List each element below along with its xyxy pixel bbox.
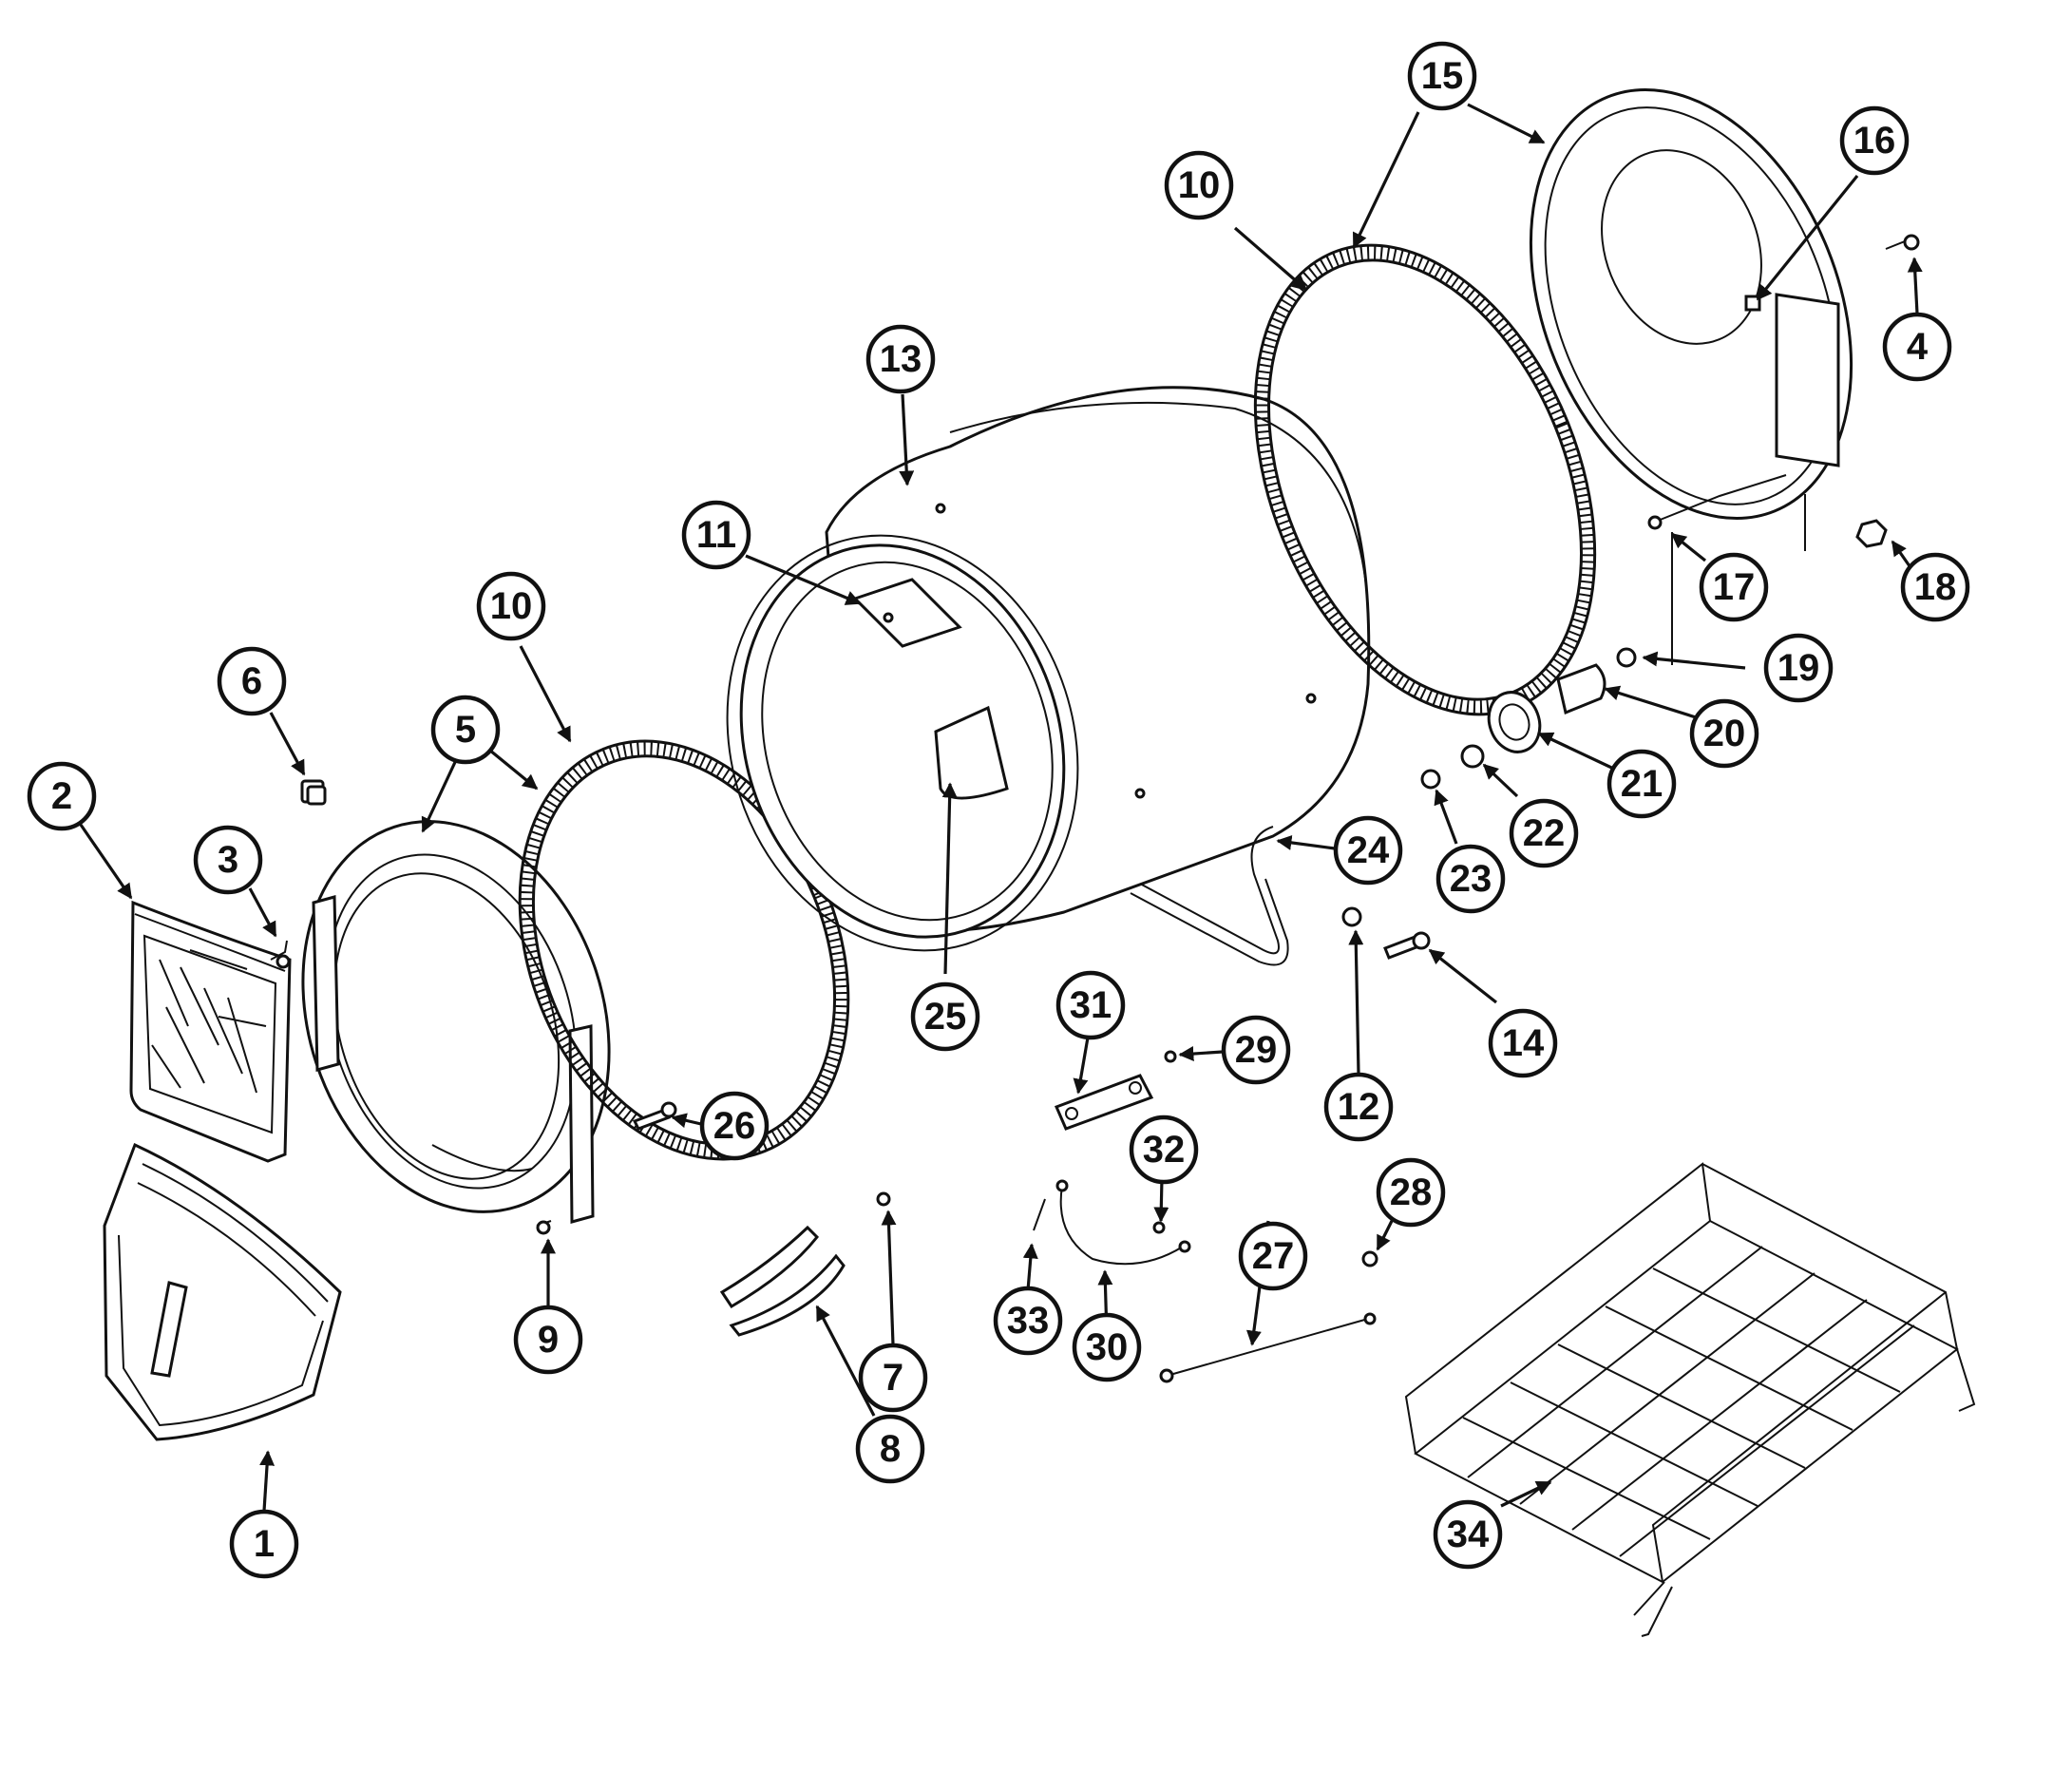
callout-21-label: 21 xyxy=(1621,763,1663,805)
callout-22-label: 22 xyxy=(1523,812,1566,854)
callout-27-label: 27 xyxy=(1252,1235,1295,1277)
callout-14: 14 xyxy=(1488,1008,1558,1078)
callout-15: 15 xyxy=(1407,41,1477,111)
callout-26: 26 xyxy=(699,1091,770,1161)
callout-11-label: 11 xyxy=(696,514,736,556)
callout-20: 20 xyxy=(1689,698,1759,769)
callout-4: 4 xyxy=(1882,312,1952,382)
callout-29: 29 xyxy=(1221,1015,1291,1085)
drum-slides-part xyxy=(719,1225,846,1337)
callout-19-label: 19 xyxy=(1777,647,1820,689)
roller-shaft-bolt-part xyxy=(1647,474,1806,665)
callout-33-label: 33 xyxy=(1007,1300,1050,1342)
callout-24: 24 xyxy=(1333,815,1403,886)
callout-17-label: 17 xyxy=(1713,566,1756,608)
callout-7: 7 xyxy=(858,1343,928,1413)
lint-filter-part xyxy=(129,900,292,1163)
callout-18-label: 18 xyxy=(1914,566,1957,608)
callout-12-label: 12 xyxy=(1338,1086,1380,1128)
callout-10-rear-label: 10 xyxy=(1178,164,1221,206)
drum-part xyxy=(726,386,1371,966)
callout-25: 25 xyxy=(910,981,980,1052)
front-panel-lower-part xyxy=(103,1142,342,1441)
callout-22: 22 xyxy=(1509,798,1579,868)
ground-strap-part xyxy=(1159,1312,1377,1383)
clip-6-part xyxy=(300,779,327,806)
callout-18: 18 xyxy=(1900,552,1970,622)
nut-12-part xyxy=(1341,906,1362,927)
callout-32-label: 32 xyxy=(1143,1129,1186,1171)
front-bulkhead-part xyxy=(301,820,611,1224)
callout-21: 21 xyxy=(1606,749,1677,819)
callout-6: 6 xyxy=(217,646,287,716)
callout-17: 17 xyxy=(1699,552,1769,622)
bolt-14-part xyxy=(1383,931,1431,960)
callout-6-label: 6 xyxy=(241,660,262,702)
callout-32: 32 xyxy=(1129,1115,1199,1185)
thermostat-part xyxy=(1054,1074,1154,1131)
callout-29-label: 29 xyxy=(1235,1029,1278,1071)
callout-14-label: 14 xyxy=(1502,1022,1545,1064)
callout-12: 12 xyxy=(1323,1072,1394,1142)
callout-31: 31 xyxy=(1055,970,1126,1040)
rear-bulkhead-part xyxy=(1529,88,1853,520)
callout-23-label: 23 xyxy=(1450,858,1492,900)
callout-2-label: 2 xyxy=(51,775,72,817)
callout-31-label: 31 xyxy=(1070,984,1112,1026)
screw-4-part xyxy=(1885,234,1920,251)
callout-8: 8 xyxy=(855,1414,925,1484)
callout-5: 5 xyxy=(430,695,501,765)
callout-16-label: 16 xyxy=(1853,120,1896,162)
callout-34-label: 34 xyxy=(1447,1514,1490,1555)
screw-29-part xyxy=(1164,1050,1177,1063)
callout-10-front: 10 xyxy=(476,571,546,641)
wire-harness-part xyxy=(1033,1179,1191,1266)
callout-10-rear: 10 xyxy=(1164,150,1234,220)
callout-1: 1 xyxy=(229,1509,299,1579)
callout-9-label: 9 xyxy=(538,1319,559,1361)
screw-32-part xyxy=(1152,1221,1166,1234)
callout-34: 34 xyxy=(1433,1499,1503,1570)
callout-8-label: 8 xyxy=(880,1428,901,1470)
callout-1-label: 1 xyxy=(254,1523,275,1565)
callout-10-front-label: 10 xyxy=(490,585,533,627)
callout-19: 19 xyxy=(1763,633,1834,703)
screw-9-part xyxy=(536,1220,552,1235)
callout-20-label: 20 xyxy=(1703,713,1746,754)
callout-30: 30 xyxy=(1072,1312,1142,1382)
callout-23: 23 xyxy=(1435,844,1506,914)
callout-13-label: 13 xyxy=(880,338,922,380)
callout-33: 33 xyxy=(993,1286,1063,1356)
drying-rack-part xyxy=(1404,1162,1976,1637)
callout-4-label: 4 xyxy=(1907,326,1929,368)
callout-16: 16 xyxy=(1839,105,1910,176)
nut-18-part xyxy=(1855,519,1888,548)
callout-27: 27 xyxy=(1238,1221,1308,1291)
callout-3: 3 xyxy=(193,825,263,895)
callout-28: 28 xyxy=(1376,1157,1446,1228)
callout-2: 2 xyxy=(27,761,97,831)
callout-30-label: 30 xyxy=(1086,1326,1129,1368)
callout-13: 13 xyxy=(865,324,936,394)
callout-25-label: 25 xyxy=(924,996,967,1038)
callout-24-label: 24 xyxy=(1347,829,1390,871)
callout-26-label: 26 xyxy=(713,1105,756,1147)
callout-3-label: 3 xyxy=(218,839,238,881)
screw-28-part xyxy=(1361,1250,1378,1267)
callout-7-label: 7 xyxy=(883,1357,903,1399)
callout-28-label: 28 xyxy=(1390,1172,1433,1213)
screw-7-part xyxy=(876,1191,891,1207)
roller-assembly-part xyxy=(1420,647,1637,790)
callout-5-label: 5 xyxy=(455,709,476,751)
screw-3-part xyxy=(270,940,291,969)
callout-11: 11 xyxy=(681,500,751,570)
callout-15-label: 15 xyxy=(1421,55,1464,97)
callout-9: 9 xyxy=(513,1305,583,1375)
